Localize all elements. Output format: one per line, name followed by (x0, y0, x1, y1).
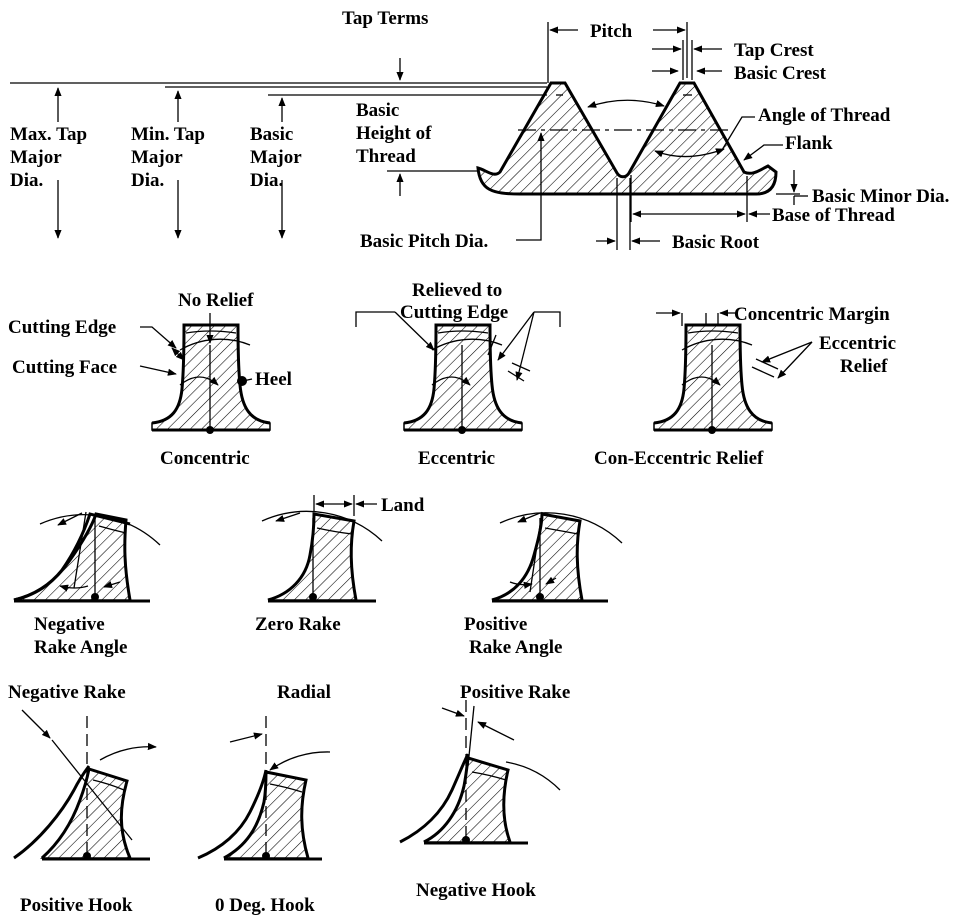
base-of-thread-label: Base of Thread (772, 205, 895, 226)
positive-hook-label: Positive Hook (20, 895, 133, 916)
thread-profile: Tap Terms Max. Tap Major Dia. Min. Tap M… (10, 8, 949, 253)
positive-hook-tooth (13, 709, 157, 861)
cutting-face-label: Cutting Face (12, 357, 117, 378)
negative-rake-tooth (13, 511, 161, 603)
pitch-label: Pitch (590, 21, 633, 42)
zero-rake-label: Zero Rake (255, 614, 341, 635)
radial-label: Radial (277, 682, 331, 703)
zero-hook-label: 0 Deg. Hook (215, 895, 315, 916)
thread-profile-shape (476, 81, 778, 196)
eccentric-relief-label: Eccentric Relief (819, 333, 901, 377)
angle-of-thread-label: Angle of Thread (758, 105, 891, 126)
positive-rake-angle-label: Positive Rake Angle (464, 614, 562, 658)
negative-rake-label: Negative Rake (8, 682, 126, 703)
con-eccentric-relief-label: Con-Eccentric Relief (594, 448, 764, 469)
negative-rake-angle-label: Negative Rake Angle (34, 614, 127, 658)
concentric-tooth (150, 323, 272, 434)
basic-minor-dia-label: Basic Minor Dia. (812, 186, 949, 207)
no-relief-label: No Relief (178, 290, 254, 311)
concentric-label: Concentric (160, 448, 250, 469)
land-label: Land (381, 495, 425, 516)
eccentric-label: Eccentric (418, 448, 495, 469)
positive-rake-label: Positive Rake (460, 682, 570, 703)
heel-label: Heel (255, 369, 292, 390)
basic-pitch-dia-label: Basic Pitch Dia. (360, 231, 488, 252)
tap-terms-title: Tap Terms (342, 8, 428, 29)
basic-major-dia-label: Basic Major Dia. (250, 124, 306, 191)
zero-rake-tooth (261, 495, 383, 603)
tap-crest-label: Tap Crest (734, 40, 814, 61)
rake-row: Negative Rake Angle Negative Rake Land Z… (8, 495, 623, 703)
negative-hook-label: Negative Hook (416, 880, 536, 901)
relieved-to-cutting-edge-label: Relieved to Cutting Edge (400, 280, 508, 323)
positive-rake-tooth (491, 511, 623, 603)
zero-hook-tooth (197, 716, 331, 861)
negative-hook-tooth (399, 700, 561, 845)
concentric-margin-label: Concentric Margin (734, 304, 890, 325)
min-tap-major-dia-label: Min. Tap Major Dia. (131, 124, 210, 191)
flank-label: Flank (785, 133, 833, 154)
eccentric-tooth (402, 323, 531, 434)
max-tap-major-dia-label: Max. Tap Major Dia. (10, 124, 92, 191)
hook-row: Positive Hook 0 Deg. Hook (13, 700, 561, 916)
relief-row: No Relief Cutting Edge Cutting Face Heel… (8, 280, 901, 469)
basic-height-of-thread-label: Basic Height of Thread (356, 100, 436, 167)
cutting-edge-label: Cutting Edge (8, 317, 116, 338)
basic-crest-label: Basic Crest (734, 63, 827, 84)
basic-root-label: Basic Root (672, 232, 760, 253)
con-eccentric-tooth (652, 313, 779, 434)
